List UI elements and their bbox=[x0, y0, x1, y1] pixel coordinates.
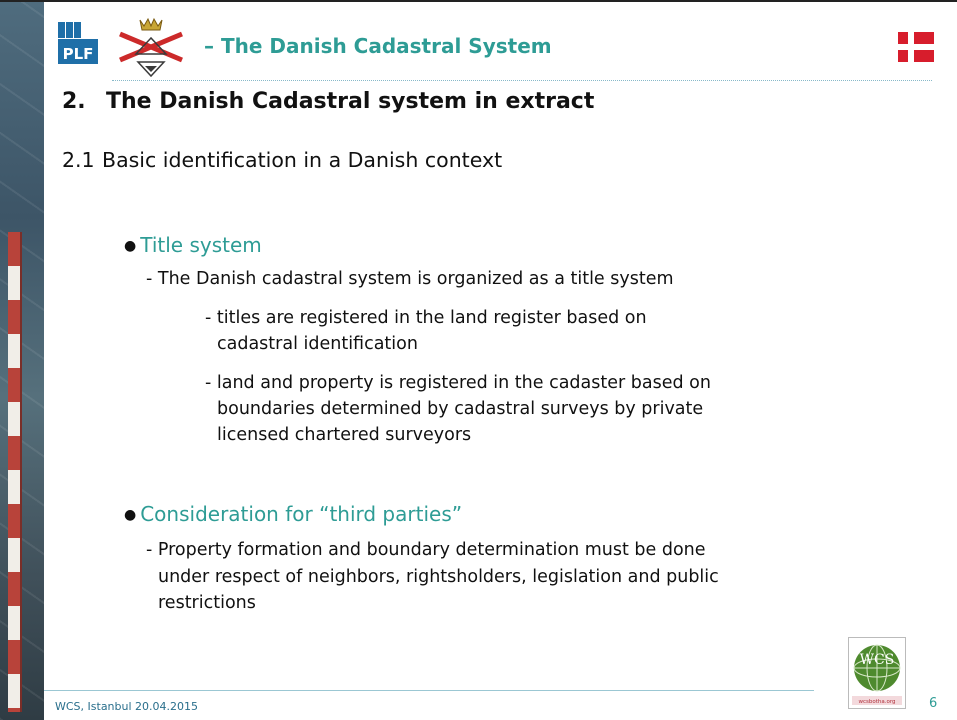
bullet-line: under respect of neighbors, rightsholder… bbox=[158, 567, 719, 587]
wcs-logo-text: WCS bbox=[860, 652, 895, 668]
surveying-pole-image bbox=[8, 232, 22, 712]
svg-text:PLF: PLF bbox=[63, 45, 94, 63]
subsection-title: Basic identification in a Danish context bbox=[102, 148, 503, 172]
danish-flag-icon bbox=[898, 32, 934, 62]
subsection-number: 2.1 bbox=[62, 148, 95, 172]
decorative-sidebar bbox=[0, 2, 44, 720]
bullet-title: Consideration for “third parties” bbox=[140, 502, 463, 526]
bullet-line: licensed chartered surveyors bbox=[217, 425, 472, 445]
page-number: 6 bbox=[929, 696, 938, 711]
logo-text: PLF bbox=[63, 45, 94, 63]
header-divider bbox=[112, 80, 932, 81]
svg-text:wcsbotha.org: wcsbotha.org bbox=[858, 699, 895, 705]
bullet-dot-icon: ● bbox=[124, 238, 137, 254]
bullet-line: - Property formation and boundary determ… bbox=[146, 540, 706, 560]
wcs-logo: WCS wcsbotha.org bbox=[848, 637, 906, 709]
bullet-line: - The Danish cadastral system is organiz… bbox=[146, 269, 674, 289]
bullet-line: boundaries determined by cadastral surve… bbox=[217, 399, 704, 419]
bullet-line: - titles are registered in the land regi… bbox=[205, 308, 647, 328]
bullet-dot-icon: ● bbox=[124, 507, 137, 523]
bullet-title-system: ●Title system bbox=[124, 233, 262, 257]
bullet-third-parties: ●Consideration for “third parties” bbox=[124, 502, 462, 526]
svg-text:WCS: WCS bbox=[860, 652, 895, 668]
plf-logo: PLF bbox=[58, 22, 98, 64]
section-heading: 2. The Danish Cadastral system in extract bbox=[62, 89, 594, 114]
wcs-url-text: wcsbotha.org bbox=[858, 699, 895, 705]
flag-vertical-cross bbox=[908, 32, 914, 62]
bullet-line: restrictions bbox=[158, 593, 256, 613]
bullet-line: - land and property is registered in the… bbox=[205, 373, 711, 393]
footer-text: WCS, Istanbul 20.04.2015 bbox=[55, 700, 199, 713]
sidebar-grid-pattern bbox=[0, 2, 44, 720]
bullet-line: cadastral identification bbox=[217, 334, 418, 354]
section-number: 2. bbox=[62, 89, 86, 114]
surveyor-emblem-icon bbox=[119, 17, 183, 78]
section-title: The Danish Cadastral system in extract bbox=[106, 89, 595, 114]
footer-divider bbox=[44, 690, 814, 691]
slide-header-title: – The Danish Cadastral System bbox=[204, 34, 552, 58]
subsection-heading: 2.1 Basic identification in a Danish cont… bbox=[62, 148, 502, 172]
bullet-title: Title system bbox=[140, 233, 262, 257]
flag-horizontal-cross bbox=[898, 44, 934, 50]
